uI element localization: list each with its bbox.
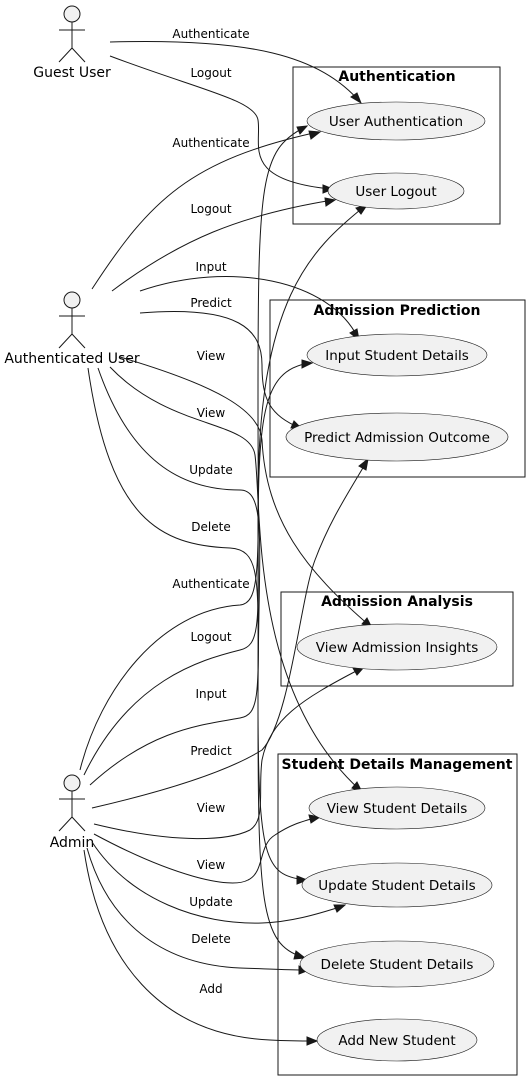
actor-authenticated-user: Authenticated User [4, 291, 140, 367]
edge-admin-input: Input [89, 359, 314, 786]
use-case-view-student-details: View Student Details [308, 786, 486, 830]
edge-label: Input [195, 687, 226, 701]
actor-label: Guest User [33, 65, 111, 81]
package-title: Admission Analysis [321, 594, 473, 610]
edge-admin-predict: Predict [91, 457, 369, 809]
relation-edges: Authenticate Logout Authenticate Logout … [79, 27, 374, 1046]
edge-label: Logout [190, 202, 231, 216]
edge-label: Authenticate [172, 577, 249, 591]
use-case-label: Add New Student [338, 1033, 455, 1049]
edge-label: Update [189, 463, 232, 477]
edge-label: View [197, 801, 226, 815]
package-title: Admission Prediction [313, 303, 480, 319]
edge-label: Input [195, 260, 226, 274]
edge-label: Predict [190, 296, 232, 310]
edge-label: View [197, 406, 226, 420]
package-admission-analysis: Admission Analysis [280, 591, 514, 687]
use-case-user-logout: User Logout [327, 172, 465, 210]
actor-admin: Admin [50, 774, 95, 851]
use-case-input-student-details: Input Student Details [306, 333, 488, 377]
edge-label: Delete [191, 932, 230, 946]
use-case-label: Input Student Details [325, 348, 468, 364]
edge-label: Update [189, 895, 232, 909]
use-case-label: User Authentication [329, 114, 463, 130]
package-authentication: Authentication [292, 66, 501, 225]
package-admission-prediction: Admission Prediction [269, 299, 526, 478]
edge-auth-predict: Predict [139, 296, 304, 430]
edge-auth-update: Update [97, 367, 309, 885]
edge-auth-logout: Logout [111, 197, 337, 292]
edge-auth-delete: Delete [87, 367, 307, 960]
edge-label: View [197, 858, 226, 872]
use-case-label: Predict Admission Outcome [304, 430, 490, 446]
actor-guest-user: Guest User [33, 5, 111, 81]
edge-label: Predict [190, 744, 232, 758]
edge-admin-authenticate: Authenticate [79, 125, 309, 771]
use-case-view-admission-insights: View Admission Insights [296, 623, 498, 671]
use-case-label: Delete Student Details [321, 957, 474, 973]
actor-label: Admin [50, 835, 95, 851]
edge-admin-view-insights: View [93, 666, 366, 840]
edge-admin-view-details: View [93, 814, 322, 884]
edge-auth-authenticate: Authenticate [91, 130, 322, 290]
package-title: Authentication [338, 69, 455, 85]
edge-label: Logout [190, 66, 231, 80]
edge-label: Delete [191, 520, 230, 534]
edge-admin-add: Add [83, 849, 319, 1046]
use-case-user-authentication: User Authentication [306, 101, 486, 141]
edge-label: Authenticate [172, 27, 249, 41]
use-case-label: View Admission Insights [316, 640, 479, 656]
use-case-update-student-details: Update Student Details [301, 862, 493, 908]
edge-label: Logout [190, 630, 231, 644]
actor-label: Authenticated User [4, 351, 140, 367]
edge-guest-authenticate: Authenticate [109, 27, 363, 105]
edge-guest-logout: Logout [109, 55, 335, 194]
use-case-label: View Student Details [327, 801, 468, 817]
edge-auth-view-details: View [109, 366, 364, 793]
use-case-delete-student-details: Delete Student Details [299, 940, 495, 988]
use-case-label: User Logout [355, 184, 436, 200]
use-case-predict-admission-outcome: Predict Admission Outcome [285, 412, 509, 462]
use-case-label: Update Student Details [318, 878, 475, 894]
edge-label: Authenticate [172, 136, 249, 150]
edge-label: Add [199, 982, 222, 996]
edge-admin-update: Update [91, 841, 347, 924]
edge-label: View [197, 349, 226, 363]
package-title: Student Details Management [282, 757, 513, 773]
use-case-add-new-student: Add New Student [316, 1018, 478, 1062]
